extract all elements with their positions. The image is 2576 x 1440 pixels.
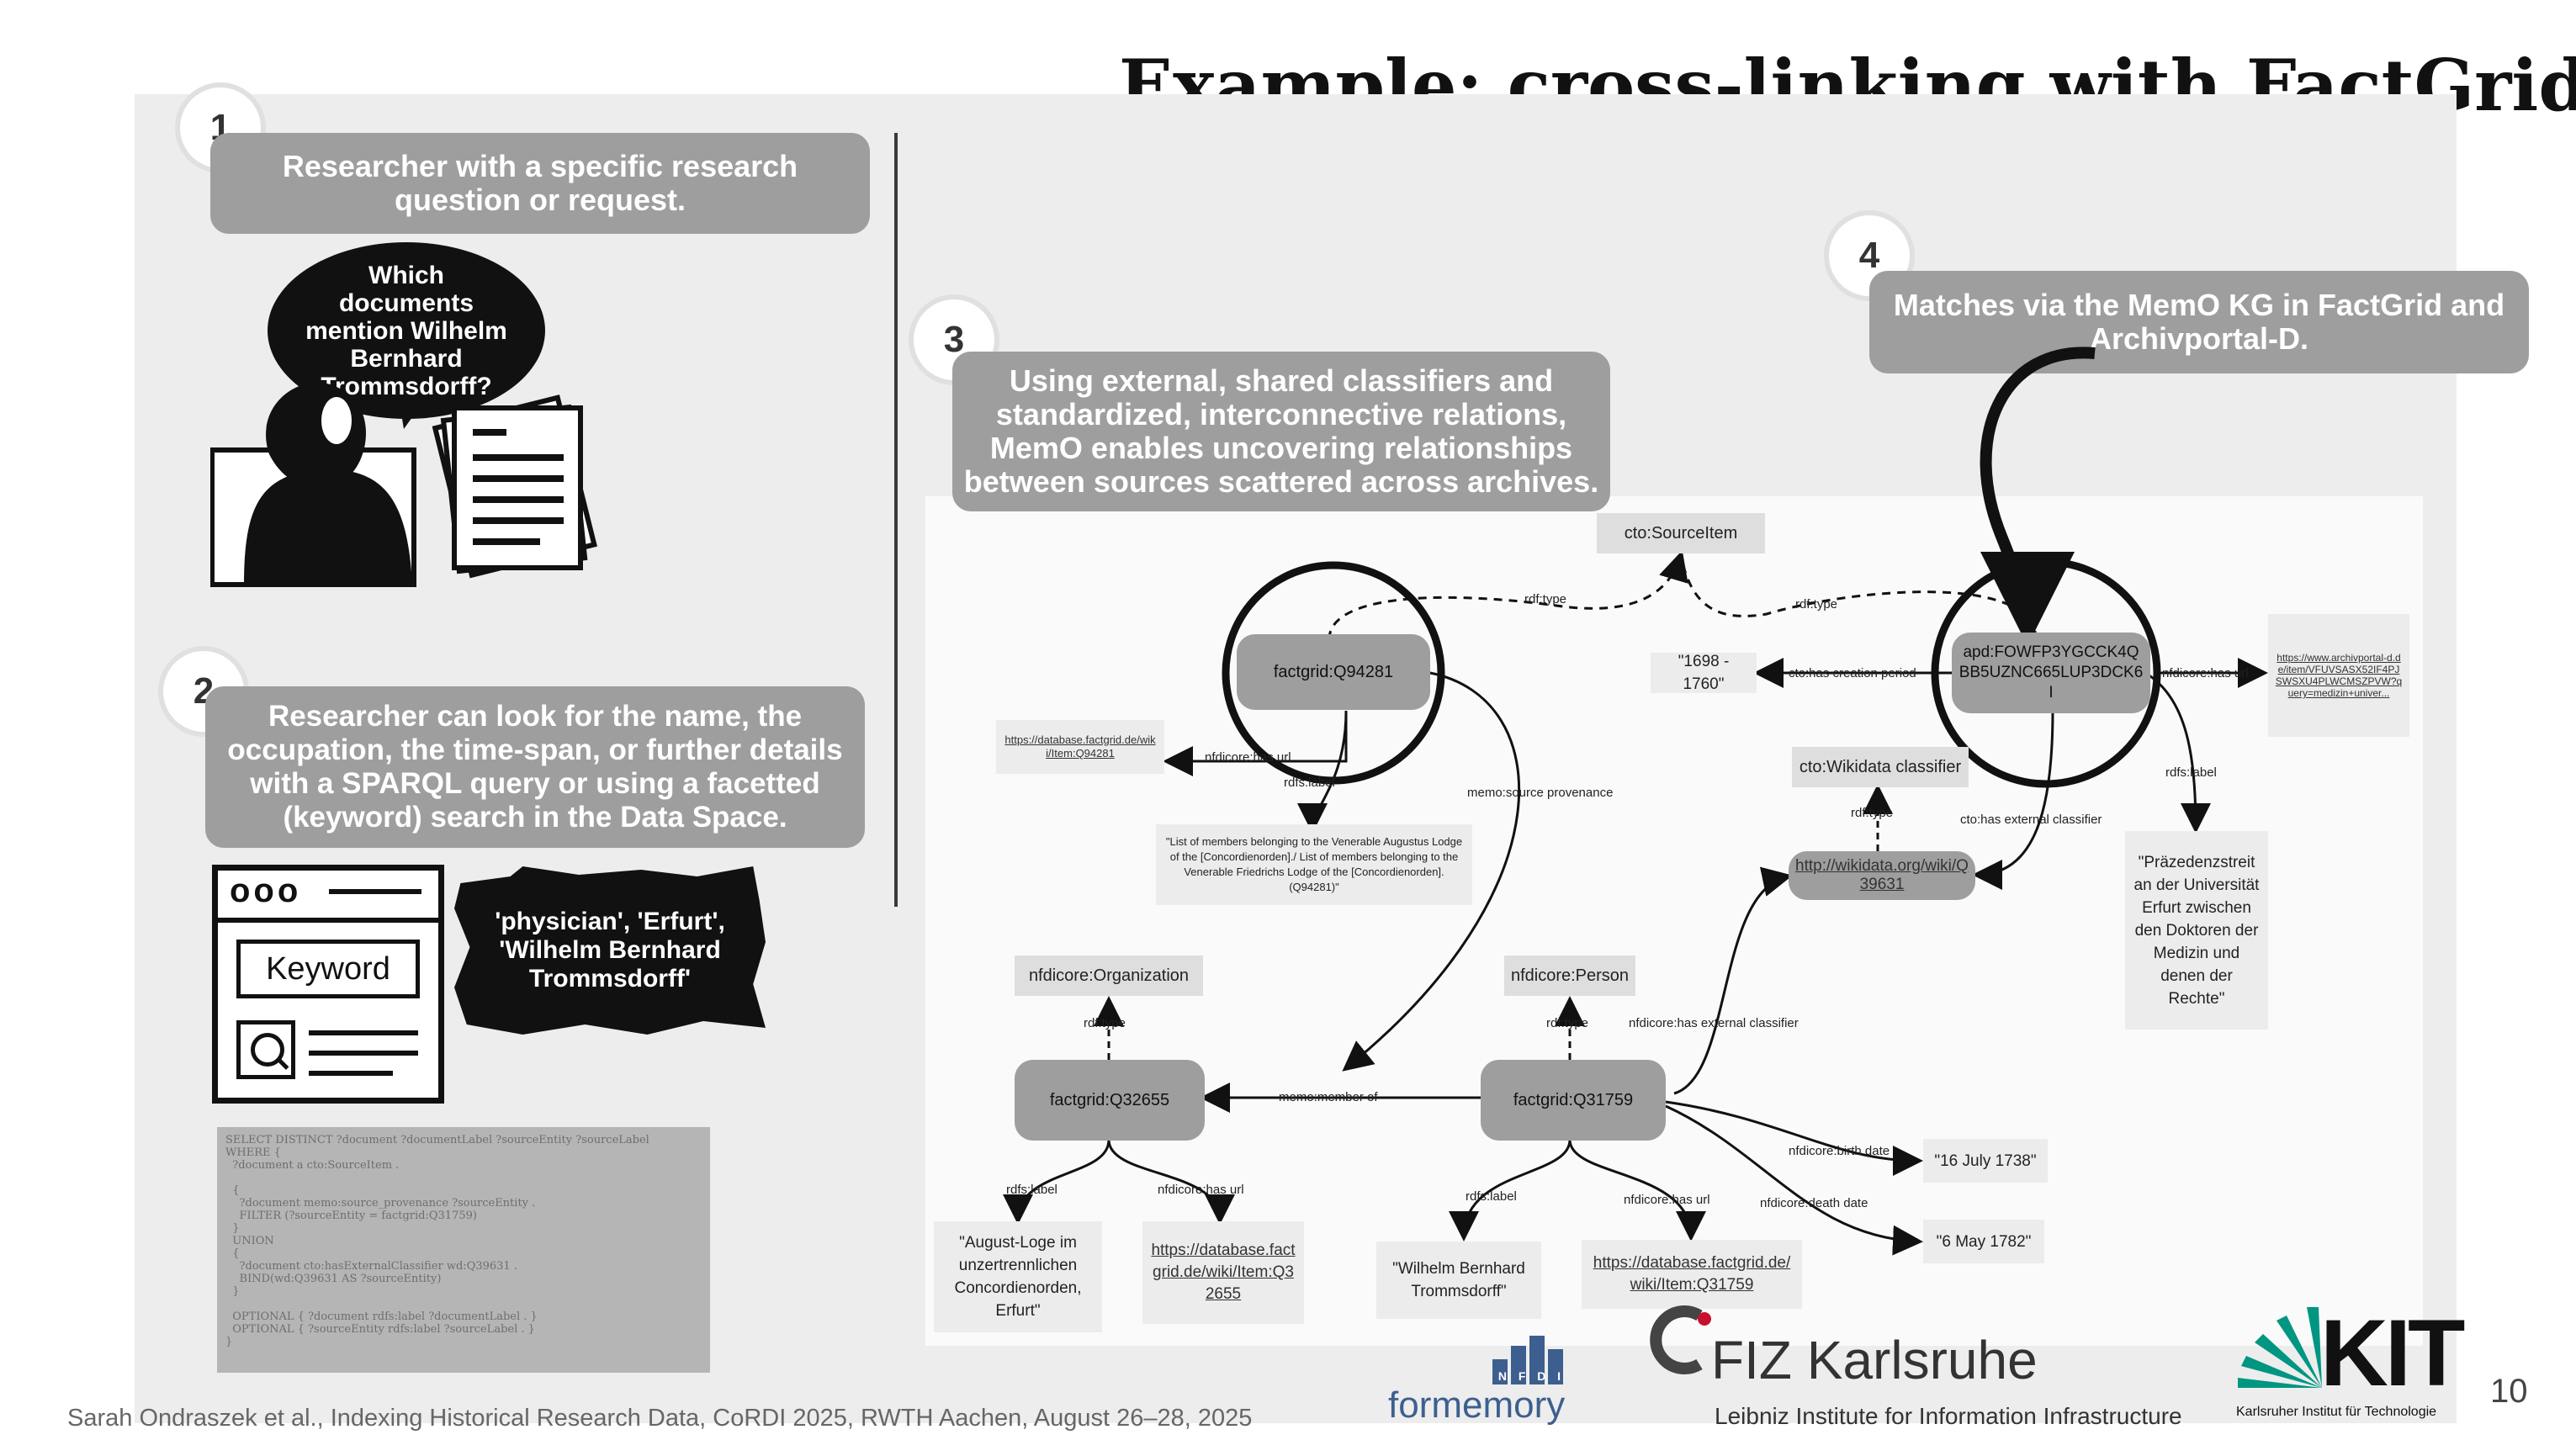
sparql-line: UNION [225, 1235, 274, 1247]
node-apd-url: https://www.archivportal-d.de/item/VFUVS… [2268, 614, 2409, 737]
edge-rdf-type-1: rdf:type [1524, 592, 1567, 606]
sparql-line: { [225, 1184, 240, 1197]
sparql-line: ?document cto:hasExternalClassifier wd:Q… [225, 1260, 517, 1273]
step-3-badge: 3 [914, 299, 994, 380]
node-wikidata-classifier: cto:Wikidata classifier [1792, 747, 1969, 787]
researcher-illustration [210, 382, 597, 587]
nfdi-word-b: memory [1431, 1384, 1566, 1426]
edge-death-date: nfdicore:death date [1760, 1196, 1868, 1210]
sparql-line: BIND(wd:Q39631 AS ?sourceEntity) [225, 1273, 442, 1285]
edge-birth-date: nfdicore:birth date [1789, 1144, 1890, 1158]
sparql-line: ?document a cto:SourceItem . [225, 1159, 400, 1172]
node-q32655-label: "August-Loge im unzertrennlichen Concord… [934, 1221, 1102, 1332]
edge-has-url-2: nfdicore:has url [2162, 666, 2249, 680]
edge-has-url-4: nfdicore:has url [1624, 1193, 1710, 1207]
step-3-box: Using external, shared classifiers and s… [952, 352, 1610, 511]
kit-name: KIT [2320, 1300, 2465, 1406]
sparql-line: OPTIONAL { ?sourceEntity rdfs:label ?sou… [225, 1323, 535, 1336]
sparql-line: FILTER (?sourceEntity = factgrid:Q31759) [225, 1210, 477, 1222]
edge-rdfs-label-2: rdfs:label [2165, 765, 2217, 780]
sparql-line: ?document memo:source_provenance ?source… [225, 1197, 536, 1210]
window-dots: ooo [230, 872, 302, 909]
edge-rdfs-label-3: rdfs:label [1006, 1183, 1057, 1197]
edge-rdfs-label-1: rdfs:label [1284, 776, 1335, 790]
nfdi-letter-i: I [1557, 1369, 1561, 1383]
fiz-karlsruhe-logo: FIZ Karlsruhe Leibniz Institute for Info… [1649, 1304, 2221, 1430]
node-source-item: cto:SourceItem [1597, 513, 1765, 553]
sparql-line: OPTIONAL { ?document rdfs:label ?documen… [225, 1310, 538, 1323]
node-creation-period: "1698 - 1760" [1651, 653, 1757, 693]
kit-fan-icon [2238, 1307, 2322, 1388]
sparql-line: { [225, 1247, 240, 1260]
nfdi4memory-logo: N F D I formemory [1388, 1329, 1607, 1430]
node-q32655: factgrid:Q32655 [1015, 1060, 1205, 1141]
fiz-mark-icon [1650, 1305, 1711, 1374]
node-wikidata-url: http://wikidata.org/wiki/Q39631 [1789, 851, 1975, 900]
step-1-box: Researcher with a specific research ques… [210, 133, 870, 234]
edge-member-of: memo:member of [1279, 1090, 1378, 1104]
edge-rdf-type-3: rdf:type [1851, 806, 1894, 820]
edge-external-classifier: cto:has external classifier [1960, 813, 2102, 827]
node-q32655-url: https://database.factgrid.de/wiki/Item:Q… [1142, 1221, 1304, 1324]
node-person: nfdicore:Person [1504, 956, 1635, 996]
node-q31759-url: https://database.factgrid.de/wiki/Item:Q… [1582, 1240, 1802, 1309]
page-number: 10 [2490, 1373, 2528, 1410]
search-icon [236, 1020, 295, 1079]
node-q31759-label: "Wilhelm Bernhard Trommsdorff" [1376, 1241, 1541, 1319]
node-birth-date: "16 July 1738" [1923, 1139, 2048, 1183]
node-death-date: "6 May 1782" [1923, 1220, 2044, 1263]
node-q94281: factgrid:Q94281 [1237, 634, 1430, 710]
nfdi-word-a: for [1388, 1384, 1432, 1426]
node-organization: nfdicore:Organization [1015, 956, 1203, 996]
edge-creation-period: cto:has creation period [1789, 666, 1916, 680]
step-2-box: Researcher can look for the name, the oc… [205, 686, 865, 848]
sparql-query: SELECT DISTINCT ?document ?documentLabel… [217, 1127, 710, 1373]
node-q94281-url: https://database.factgrid.de/wiki/Item:Q… [996, 720, 1164, 774]
edge-rdfs-label-4: rdfs:label [1466, 1189, 1517, 1204]
edge-nfdi-external-classifier: nfdicore:has external classifier [1629, 1016, 1799, 1030]
kit-subtitle: Karlsruher Institut für Technologie [2236, 1405, 2437, 1419]
edge-has-url-3: nfdicore:has url [1158, 1183, 1244, 1197]
sparql-line: } [225, 1336, 233, 1348]
window-title-line [329, 889, 421, 894]
fiz-name: FIZ Karlsruhe [1711, 1330, 2038, 1390]
search-window: ooo Keyword [212, 865, 444, 1104]
sparql-line: } [225, 1285, 240, 1298]
node-q31759: factgrid:Q31759 [1481, 1060, 1666, 1141]
fiz-subtitle: Leibniz Institute for Information Infras… [1715, 1403, 2182, 1429]
nfdi-letter-f: F [1518, 1369, 1526, 1383]
window-titlebar: ooo [218, 871, 438, 923]
nfdi-letter-d: D [1537, 1369, 1546, 1383]
footer-citation: Sarah Ondraszek et al., Indexing Histori… [67, 1405, 1253, 1432]
node-apd: apd:FOWFP3YGCCK4QBB5UZNC665LUP3DCK6I [1952, 633, 2150, 713]
edge-rdf-type-4: rdf:type [1084, 1016, 1126, 1030]
edge-rdf-type-5: rdf:type [1546, 1016, 1589, 1030]
sparql-line: SELECT DISTINCT ?document ?documentLabel… [225, 1134, 649, 1146]
sparql-line: } [225, 1222, 240, 1235]
step-4-box: Matches via the MemO KG in FactGrid and … [1869, 271, 2529, 373]
keyword-field: Keyword [236, 940, 420, 998]
node-apd-label: "Präzedenzstreit an der Universität Erfu… [2125, 831, 2268, 1030]
node-q94281-label: "List of members belonging to the Venera… [1156, 824, 1472, 905]
keywords-bubble: 'physician', 'Erfurt', 'Wilhelm Bernhard… [454, 866, 766, 1035]
nfdi-letter-n: N [1497, 1369, 1508, 1383]
sparql-line: WHERE { [225, 1146, 281, 1159]
edge-source-provenance: memo:source provenance [1467, 786, 1614, 800]
edge-has-url-1: nfdicore:has url [1205, 750, 1291, 765]
divider [894, 133, 898, 907]
edge-rdf-type-2: rdf:type [1795, 597, 1838, 611]
kit-logo: KIT Karlsruher Institut für Technologie [2229, 1300, 2482, 1430]
